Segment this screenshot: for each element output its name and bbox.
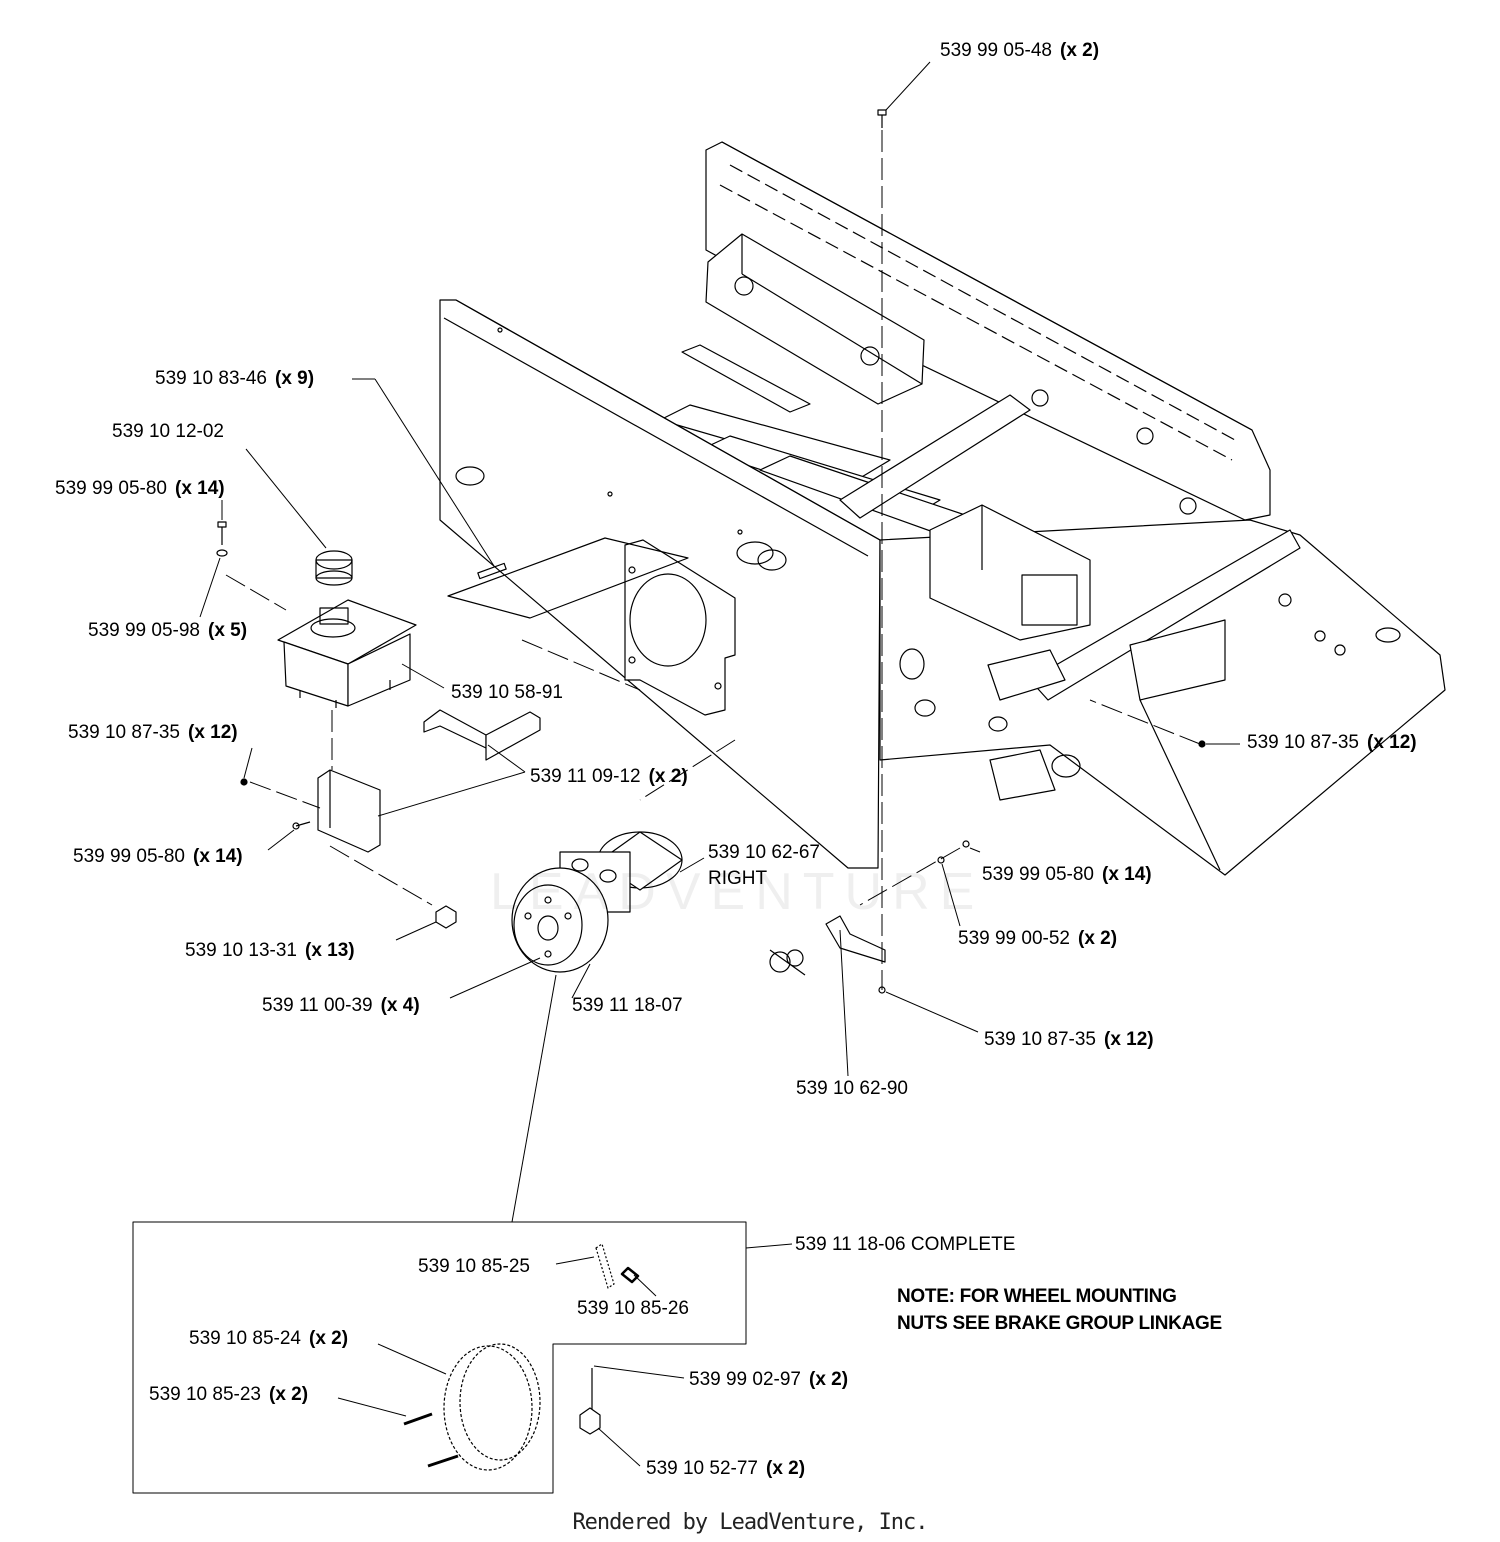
corner-bracket [423, 709, 541, 761]
part-number: 539 11 00-39 [262, 995, 373, 1016]
part-number: 539 10 62-67 [708, 842, 820, 863]
part-number: 539 99 05-80 [55, 478, 167, 499]
callout-539-10-12-02[interactable]: 539 10 12-02 [112, 421, 224, 443]
part-number: 539 10 62-90 [796, 1078, 908, 1099]
part-quantity: (x 14) [193, 846, 243, 867]
part-quantity: (x 2) [309, 1328, 349, 1349]
part-number: 539 11 18-06 COMPLETE [795, 1234, 1016, 1255]
callout-539-99-05-80[interactable]: 539 99 05-80 (x 14) [73, 846, 243, 868]
callout-539-11-18-06[interactable]: 539 11 18-06 COMPLETE [795, 1234, 1015, 1256]
locator-rectangles [447, 537, 689, 619]
part-quantity: (x 14) [175, 478, 225, 499]
brake-parts [403, 1243, 640, 1471]
part-quantity: (x 2) [809, 1369, 849, 1390]
hex-nut [435, 905, 457, 929]
part-number: 539 10 12-02 [112, 421, 224, 442]
callout-539-10-85-25[interactable]: 539 10 85-25 [418, 1256, 530, 1278]
part-number: 539 11 18-07 [572, 995, 683, 1016]
part-quantity: (x 2) [648, 766, 688, 787]
part-quantity: (x 12) [1104, 1029, 1154, 1050]
right-lever-bracket [769, 915, 886, 976]
part-number: 539 10 52-77 [646, 1458, 758, 1479]
callout-539-10-13-31[interactable]: 539 10 13-31 (x 13) [185, 940, 355, 962]
part-number: 539 99 05-48 [940, 40, 1052, 61]
part-number: 539 10 87-35 [68, 722, 180, 743]
callout-539-99-00-52[interactable]: 539 99 00-52 (x 2) [958, 928, 1117, 950]
part-quantity: (x 14) [1102, 864, 1152, 885]
reservoir-bracket [317, 769, 381, 853]
part-number: 539 10 87-35 [1247, 732, 1359, 753]
part-quantity: (x 9) [275, 368, 315, 389]
note-line-2: NUTS SEE BRAKE GROUP LINKAGE [897, 1313, 1222, 1334]
part-quantity: (x 2) [766, 1458, 806, 1479]
part-number: 539 10 85-23 [149, 1384, 261, 1405]
callout-539-10-58-91[interactable]: 539 10 58-91 [451, 682, 563, 704]
callout-539-10-85-26[interactable]: 539 10 85-26 [577, 1298, 689, 1320]
part-number: 539 10 58-91 [451, 682, 563, 703]
callout-539-10-87-35[interactable]: 539 10 87-35 (x 12) [984, 1029, 1154, 1051]
callout-539-10-85-24[interactable]: 539 10 85-24 (x 2) [189, 1328, 348, 1350]
center-cross-channels [659, 344, 1031, 539]
part-number: 539 10 83-46 [155, 368, 267, 389]
callout-539-99-05-80[interactable]: 539 99 05-80 (x 14) [982, 864, 1152, 886]
callout-539-10-52-77[interactable]: 539 10 52-77 (x 2) [646, 1458, 805, 1480]
part-quantity: (x 2) [1060, 40, 1100, 61]
callout-539-11-00-39[interactable]: 539 11 00-39 (x 4) [262, 995, 420, 1017]
center-mount-box [929, 504, 1091, 801]
dashed-alignment-lines [225, 130, 1201, 990]
wheel-motor [511, 831, 683, 973]
callout-539-10-87-35[interactable]: 539 10 87-35 (x 12) [1247, 732, 1417, 754]
callout-539-99-02-97[interactable]: 539 99 02-97 (x 2) [689, 1369, 848, 1391]
part-number: 539 99 00-52 [958, 928, 1070, 949]
callout-539-99-05-48[interactable]: 539 99 05-48 (x 2) [940, 40, 1099, 62]
part-number: 539 10 85-26 [577, 1298, 689, 1319]
rendered-by-footer: Rendered by LeadVenture, Inc. [572, 1510, 928, 1535]
part-quantity: (x 12) [1367, 732, 1417, 753]
wheel-mounting-note: NOTE: FOR WHEEL MOUNTING NUTS SEE BRAKE … [897, 1283, 1222, 1337]
callout-539-11-09-12[interactable]: 539 11 09-12 (x 2) [530, 766, 688, 788]
callout-539-10-85-23[interactable]: 539 10 85-23 (x 2) [149, 1384, 308, 1406]
part-number: 539 99 05-80 [73, 846, 185, 867]
callout-539-10-87-35[interactable]: 539 10 87-35 (x 12) [68, 722, 238, 744]
part-number: 539 10 13-31 [185, 940, 297, 961]
part-number: 539 11 09-12 [530, 766, 641, 787]
part-number: 539 10 85-25 [418, 1256, 530, 1277]
part-quantity: (x 4) [380, 995, 420, 1016]
part-number: 539 99 05-98 [88, 620, 200, 641]
callout-539-99-05-98[interactable]: 539 99 05-98 (x 5) [88, 620, 247, 642]
pump-mount-bracket [624, 539, 736, 716]
part-number: 539 10 85-24 [189, 1328, 301, 1349]
part-quantity: (x 13) [305, 940, 355, 961]
rear-frame-panel [705, 141, 1271, 521]
part-number: 539 99 02-97 [689, 1369, 801, 1390]
part-number: 539 99 05-80 [982, 864, 1094, 885]
part-side: RIGHT [708, 868, 768, 889]
part-quantity: (x 5) [208, 620, 248, 641]
callout-539-10-62-67[interactable]: 539 10 62-67 RIGHT [708, 840, 820, 892]
hydraulic-reservoir [277, 550, 417, 708]
part-quantity: (x 12) [188, 722, 238, 743]
leader-lines [199, 61, 1240, 1467]
callout-539-99-05-80[interactable]: 539 99 05-80 (x 14) [55, 478, 225, 500]
brake-kit-inset-box [132, 1221, 747, 1494]
watermark: LEADVENTURE [490, 863, 985, 921]
callout-539-10-83-46[interactable]: 539 10 83-46 (x 9) [155, 368, 314, 390]
note-line-1: NOTE: FOR WHEEL MOUNTING [897, 1286, 1177, 1307]
part-quantity: (x 2) [1078, 928, 1118, 949]
callout-539-10-62-90[interactable]: 539 10 62-90 [796, 1078, 908, 1100]
callout-539-11-18-07[interactable]: 539 11 18-07 [572, 995, 683, 1017]
part-quantity: (x 2) [269, 1384, 309, 1405]
upper-cross-member [705, 233, 925, 405]
part-number: 539 10 87-35 [984, 1029, 1096, 1050]
